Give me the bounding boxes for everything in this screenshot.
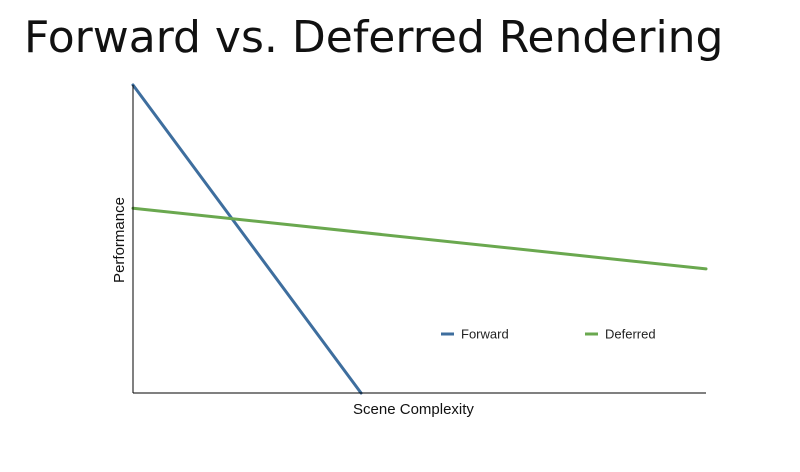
slide-title: Forward vs. Deferred Rendering <box>24 12 724 63</box>
legend-label-forward: Forward <box>461 327 509 342</box>
x-axis-label: Scene Complexity <box>353 401 474 418</box>
y-axis-label: Performance <box>111 197 128 283</box>
series-line-deferred <box>131 206 708 271</box>
legend: Forward Deferred <box>441 327 656 342</box>
series-layer <box>131 83 708 395</box>
series-line-forward <box>131 83 363 395</box>
legend-label-deferred: Deferred <box>605 327 656 342</box>
